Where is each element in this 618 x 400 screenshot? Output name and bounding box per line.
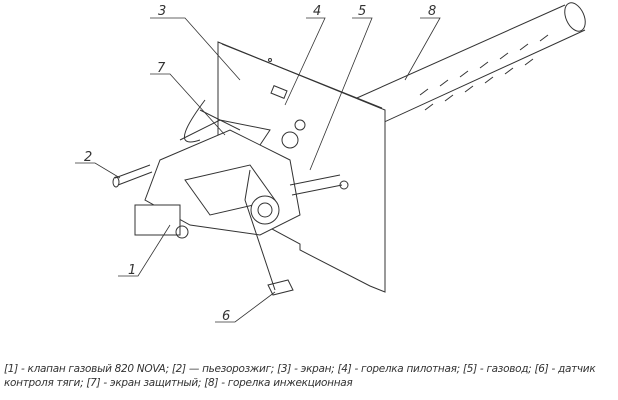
gas-valve-assembly	[112, 99, 343, 296]
label-8: 8	[428, 4, 436, 19]
figure-caption: [1] - клапан газовый 820 NOVA; [2] — пье…	[4, 363, 596, 389]
label-2: 2	[84, 150, 92, 165]
leader-lines	[75, 17, 441, 323]
burner-assembly-drawing: 1 2 3 4 5 6 7 8	[75, 2, 586, 324]
label-3: 3	[158, 4, 166, 19]
label-7: 7	[157, 61, 166, 76]
label-1: 1	[128, 263, 136, 278]
callout-labels: 1 2 3 4 5 6 7 8	[84, 4, 436, 324]
label-5: 5	[358, 4, 366, 19]
label-4: 4	[313, 4, 321, 19]
label-6: 6	[222, 309, 230, 324]
